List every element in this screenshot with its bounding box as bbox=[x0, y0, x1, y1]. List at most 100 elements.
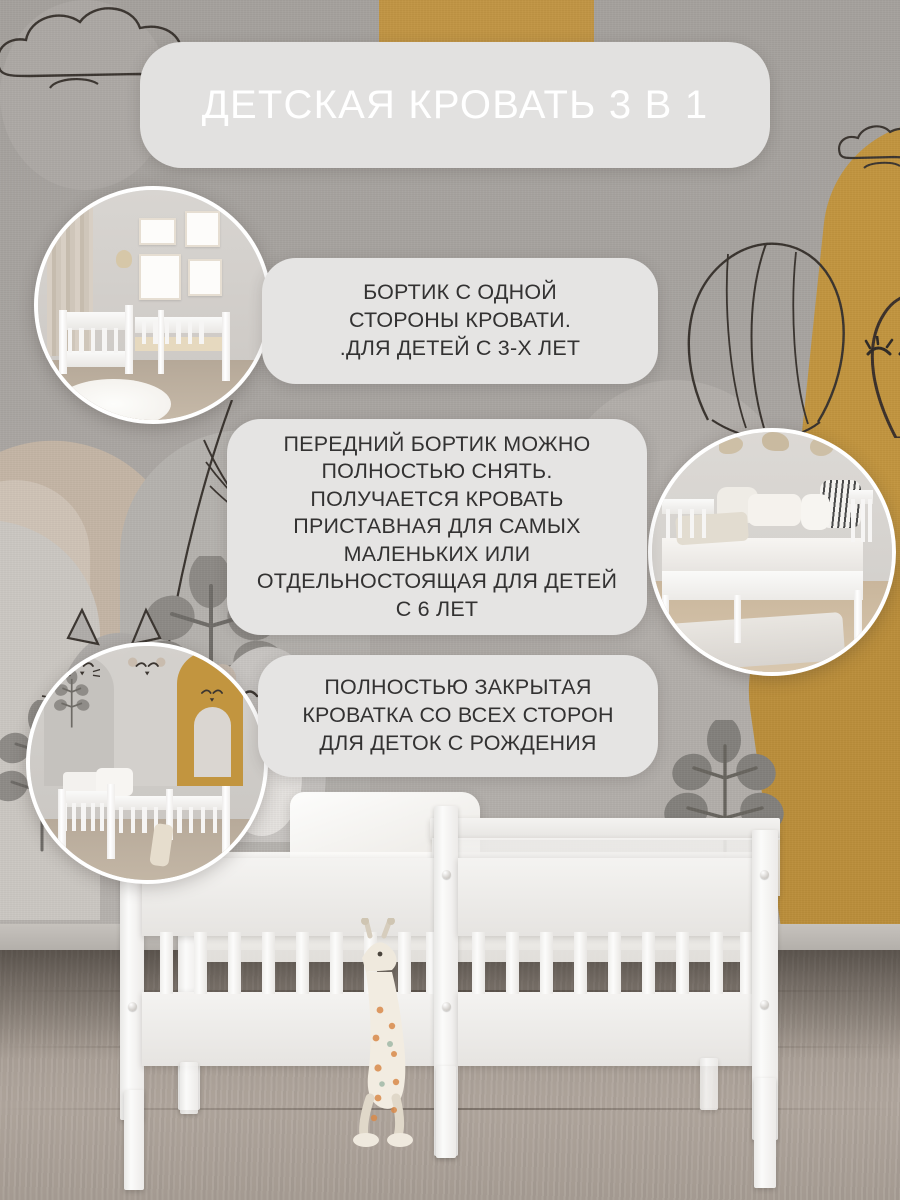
mini-bed-slat bbox=[860, 499, 865, 543]
mini-bed-slat bbox=[678, 508, 683, 538]
mini-crib-post bbox=[221, 786, 230, 857]
bed-slat bbox=[262, 932, 275, 994]
bed-slat bbox=[160, 932, 173, 994]
mini-bed-leg bbox=[853, 590, 862, 648]
mini-bed-slat-base bbox=[134, 337, 227, 351]
mini-bed-rail-right bbox=[134, 316, 227, 333]
mini-bed-post bbox=[222, 311, 231, 381]
cloud-icon bbox=[0, 0, 260, 112]
mini-bed-slat bbox=[666, 508, 671, 538]
bear-face-icon bbox=[128, 651, 166, 688]
bed-slat bbox=[608, 932, 621, 994]
hot-air-balloon-icon bbox=[668, 170, 868, 475]
mini-bed-slat bbox=[79, 328, 84, 354]
main-product-bed bbox=[0, 760, 900, 1200]
page-title: ДЕТСКАЯ КРОВАТЬ 3 В 1 bbox=[201, 82, 709, 127]
cat-face-icon bbox=[56, 651, 106, 688]
mini-crib-slat bbox=[212, 807, 217, 834]
bed-leg-right bbox=[754, 1078, 776, 1188]
mini-crib-post bbox=[165, 788, 173, 841]
bed-slat bbox=[710, 932, 723, 994]
mini-bed-slat bbox=[153, 321, 158, 345]
bed-slat bbox=[574, 932, 587, 994]
cloud-icon bbox=[836, 118, 900, 182]
mini-crib-slat bbox=[72, 802, 77, 831]
mini-crib-slat bbox=[200, 807, 206, 834]
mini-bed-slat bbox=[851, 499, 856, 543]
mini-crib-slat bbox=[142, 807, 147, 834]
bubble-removable-rail-text: ПЕРЕДНИЙ БОРТИК МОЖНО ПОЛНОСТЬЮ СНЯТЬ. П… bbox=[256, 431, 618, 621]
wall-lamp bbox=[116, 249, 133, 269]
cat-ear-icon bbox=[778, 288, 900, 443]
bed-slat bbox=[506, 932, 519, 994]
bed-leg-left bbox=[124, 1090, 144, 1190]
wall-art-frame bbox=[187, 259, 222, 296]
wall-decor-shape bbox=[810, 436, 835, 456]
photo-bed-with-one-rail[interactable] bbox=[34, 186, 272, 424]
photo3-mural-inner bbox=[193, 706, 232, 778]
bed-slat bbox=[642, 932, 655, 994]
bed-screw-cap bbox=[442, 1002, 451, 1011]
mini-bed-slat bbox=[113, 328, 119, 354]
mini-bed-slat bbox=[90, 328, 96, 354]
sleepy-eyes-icon bbox=[864, 334, 900, 383]
bed-post-left-front bbox=[120, 852, 144, 1120]
bed-slat bbox=[296, 932, 309, 994]
bed-back-rail-top bbox=[430, 818, 780, 840]
mini-crib-rail-left bbox=[58, 791, 110, 808]
mini-bed-leg bbox=[661, 595, 669, 639]
photo3-mural-arch bbox=[44, 655, 115, 787]
mini-bed-slat bbox=[141, 321, 147, 345]
bed-slat bbox=[472, 932, 485, 994]
mini-bed-slat bbox=[187, 321, 193, 345]
bed-screw-cap bbox=[760, 870, 769, 879]
bed-slat bbox=[330, 932, 343, 994]
title-banner: ДЕТСКАЯ КРОВАТЬ 3 В 1 bbox=[140, 42, 770, 168]
bed-screw-cap bbox=[128, 1002, 137, 1011]
mini-bed-slat bbox=[102, 328, 107, 354]
tree-motif-icon bbox=[660, 717, 790, 885]
mini-bed-base-left bbox=[61, 351, 130, 368]
bed-leg-left-back bbox=[180, 1062, 198, 1114]
bubble-closed-crib: ПОЛНОСТЬЮ ЗАКРЫТАЯ КРОВАТКА СО ВСЕХ СТОР… bbox=[258, 655, 658, 777]
mini-bed-rail-left bbox=[61, 311, 130, 331]
bed-slat bbox=[194, 932, 207, 994]
mini-crib-slat bbox=[90, 802, 96, 831]
mini-crib-slat bbox=[130, 807, 135, 834]
mini-bed-back-rail bbox=[661, 499, 715, 514]
mini-crib-slat bbox=[154, 807, 159, 834]
bubble-side-rail-text: БОРТИК С ОДНОЙ СТОРОНЫ КРОВАТИ. .ДЛЯ ДЕТ… bbox=[339, 280, 581, 360]
mini-crib-slat bbox=[81, 802, 86, 831]
bed-leg-center bbox=[436, 1066, 456, 1158]
bubble-closed-crib-text: ПОЛНОСТЬЮ ЗАКРЫТАЯ КРОВАТКА СО ВСЕХ СТОР… bbox=[302, 675, 614, 755]
wall-art-frame bbox=[185, 210, 220, 248]
photo3-sprig-icon bbox=[53, 669, 90, 730]
wall-art-frame bbox=[139, 254, 181, 301]
mini-bed-slat bbox=[67, 328, 73, 354]
mini-crib-slat bbox=[177, 807, 182, 834]
mini-crib-slat bbox=[189, 807, 194, 834]
wall-art-frame bbox=[139, 217, 176, 246]
mini-bed-slat bbox=[690, 508, 695, 538]
photo-closed-crib[interactable] bbox=[26, 642, 268, 884]
bed-slat bbox=[228, 932, 241, 994]
photo1-round-rug bbox=[56, 378, 172, 420]
mini-throw-blanket bbox=[675, 511, 749, 545]
bed-screw-cap bbox=[442, 870, 451, 879]
bubble-removable-rail: ПЕРЕДНИЙ БОРТИК МОЖНО ПОЛНОСТЬЮ СНЯТЬ. П… bbox=[227, 419, 647, 635]
mini-crib-slat bbox=[118, 807, 124, 834]
giraffe-plush-toy bbox=[322, 917, 432, 1153]
mini-bed-slat bbox=[176, 321, 181, 345]
mini-pillow bbox=[748, 494, 801, 526]
ochre-bear-face-icon bbox=[194, 679, 229, 714]
bubble-side-rail: БОРТИК С ОДНОЙ СТОРОНЫ КРОВАТИ. .ДЛЯ ДЕТ… bbox=[262, 258, 658, 384]
wall-decor-shape bbox=[719, 436, 744, 454]
mini-bed-slat bbox=[164, 321, 170, 345]
mini-crib-post bbox=[107, 784, 116, 859]
mini-crib-slat bbox=[100, 802, 105, 831]
bed-slat bbox=[676, 932, 689, 994]
bed-leg-right-back bbox=[700, 1058, 718, 1110]
photo-bed-no-front-rail[interactable] bbox=[648, 428, 896, 676]
bed-slat bbox=[540, 932, 553, 994]
